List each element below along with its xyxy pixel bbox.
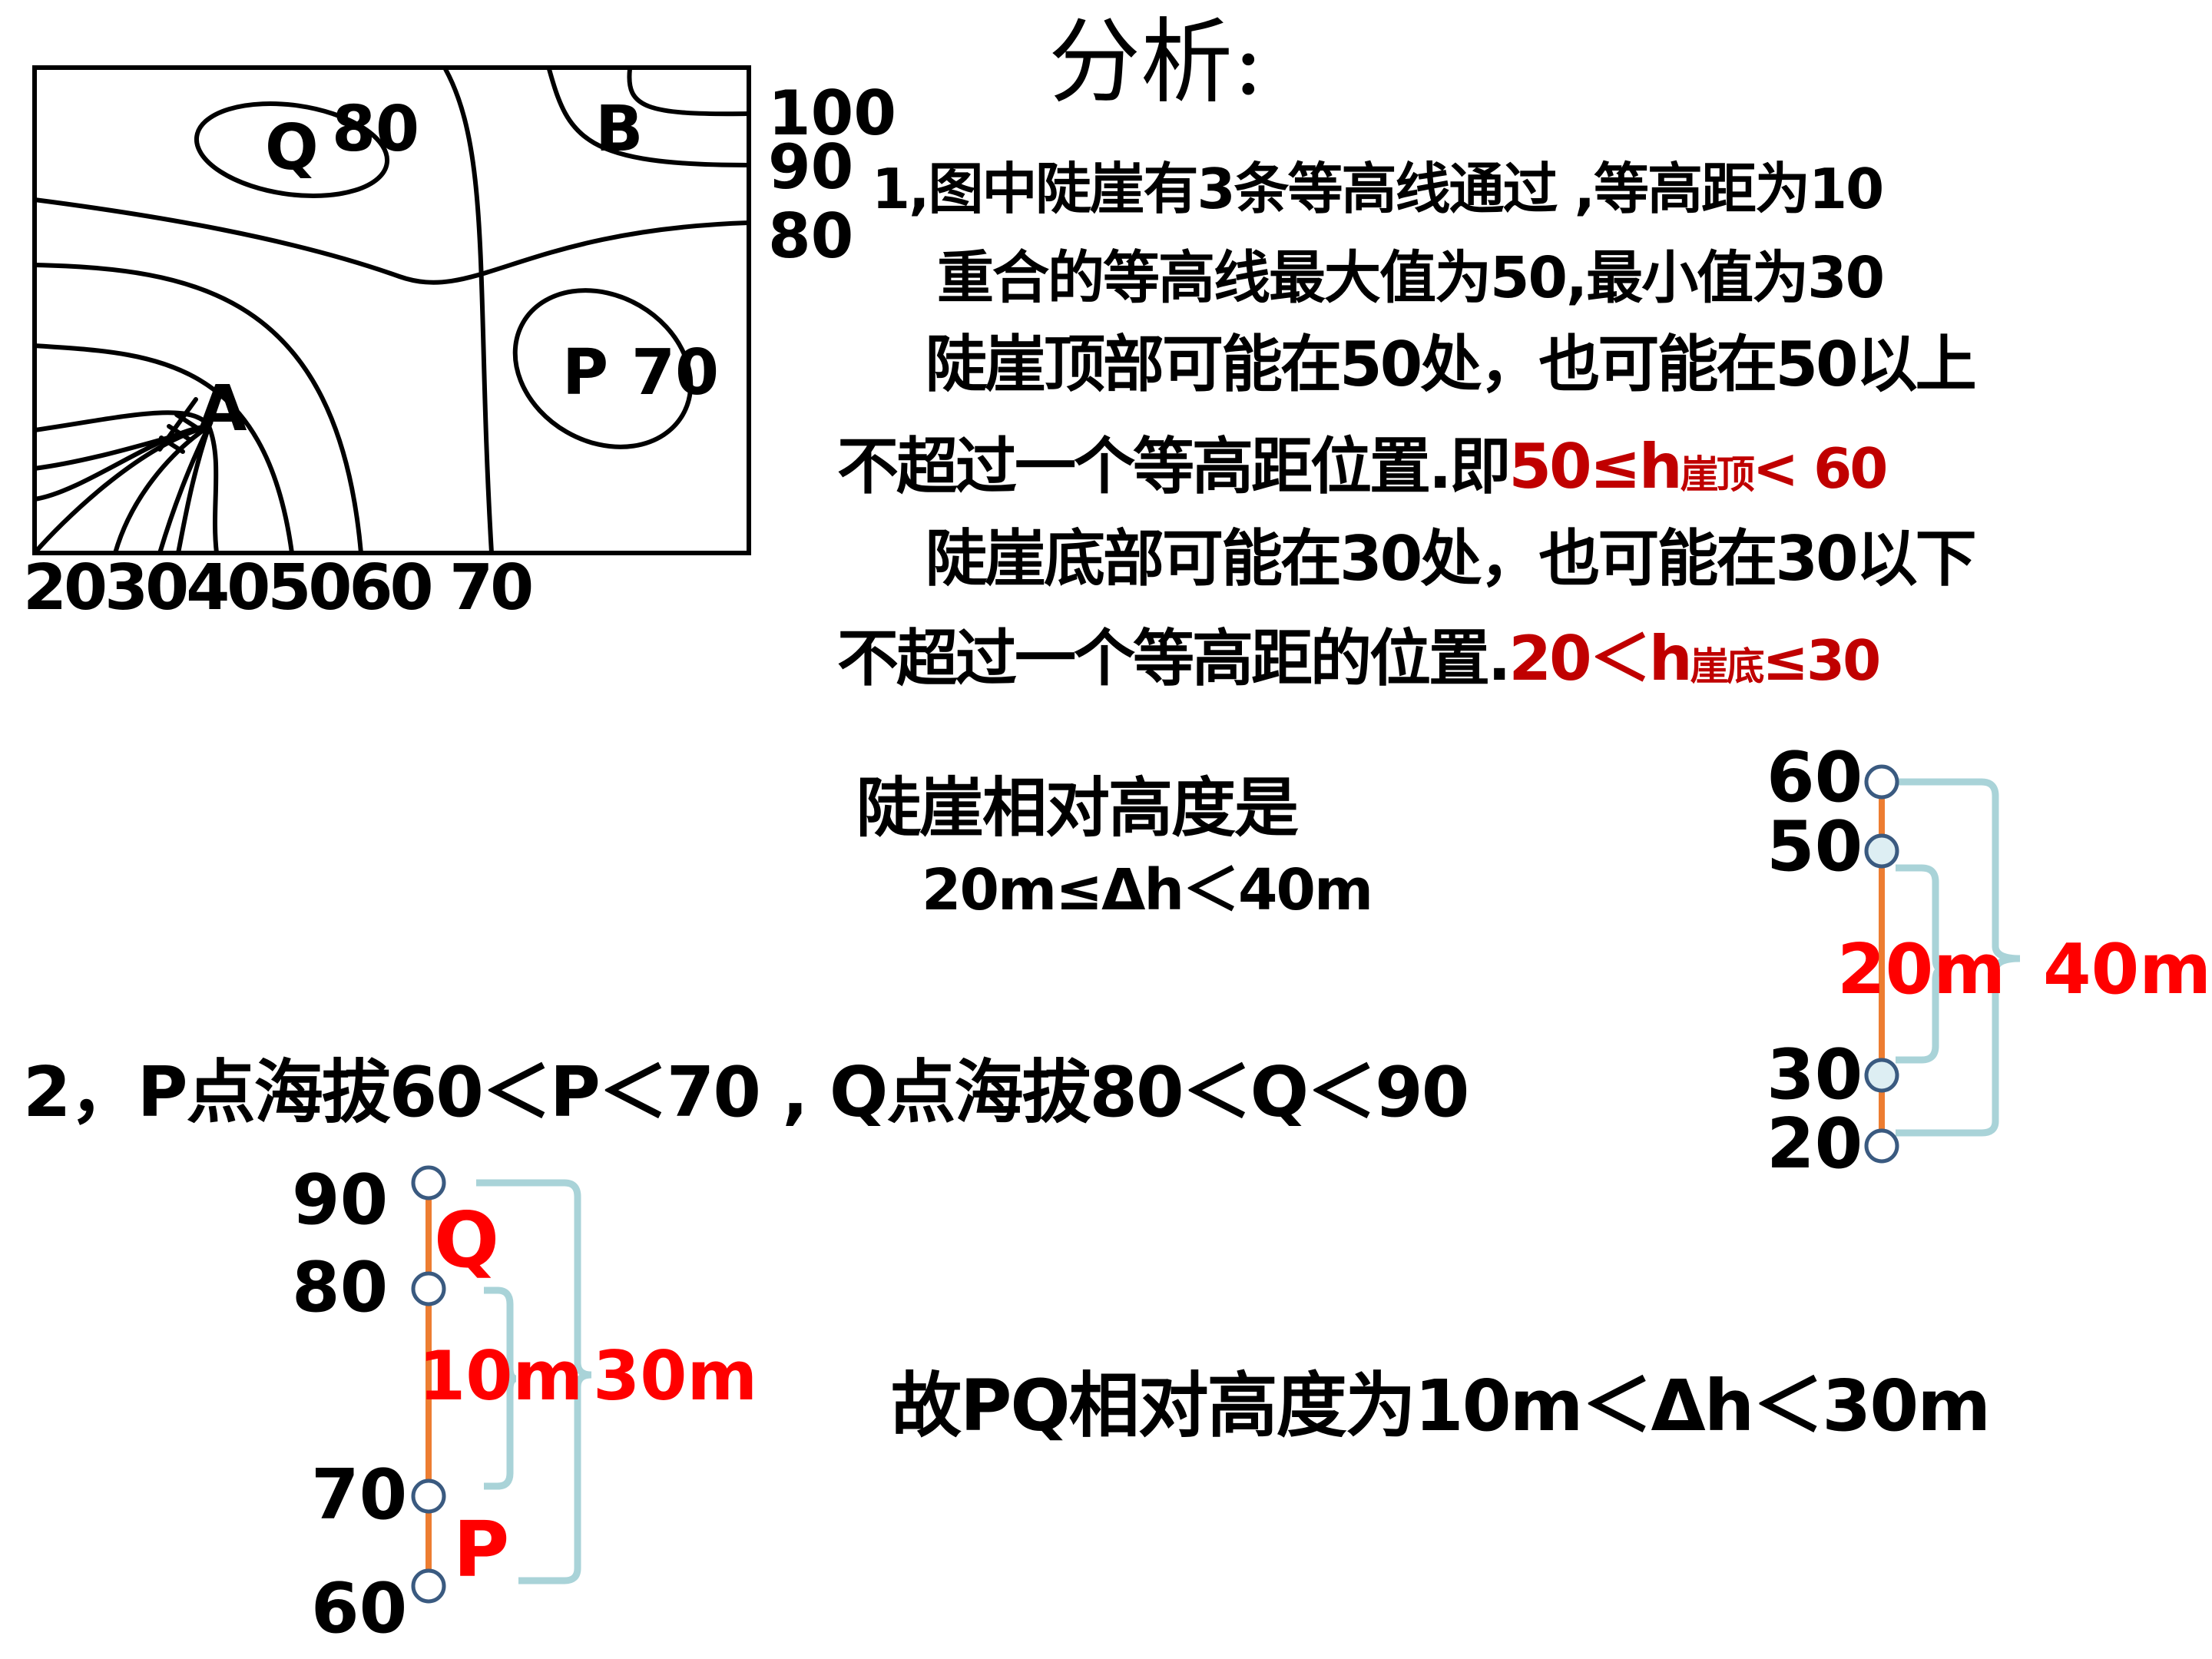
formula-cliff-top-main: 50≤h bbox=[1508, 431, 1682, 502]
contour-q-loop bbox=[194, 101, 390, 199]
formula-cliff-bottom-main: 20＜h bbox=[1508, 623, 1692, 694]
part2-statement: 2，P点海拔60＜P＜70 , Q点海拔80＜Q＜90 bbox=[23, 1052, 1469, 1133]
cliff-tick-60: 60 bbox=[1767, 737, 1863, 818]
analysis-line-4-text: 不超过一个等高距位置.即 bbox=[837, 431, 1511, 502]
map-label-p: P bbox=[562, 336, 609, 409]
map-label-q-value: 80 bbox=[332, 93, 420, 166]
cliff-symbol-icon bbox=[157, 397, 200, 454]
analysis-line-1: 1,图中陡崖有3条等高线通过 ,等高距为10 bbox=[872, 157, 1884, 221]
contour-b-outer bbox=[547, 67, 751, 167]
pq-label-p: P bbox=[453, 1505, 510, 1594]
formula-cliff-bottom: 20＜h崖底≤30 bbox=[1508, 623, 1882, 694]
formula-cliff-top-end: < 60 bbox=[1752, 436, 1889, 501]
map-label-p-value: 70 bbox=[631, 336, 720, 409]
cliff-tick-20: 20 bbox=[1767, 1104, 1863, 1184]
analysis-line-2: 重合的等高线最大值为50,最小值为30 bbox=[937, 245, 1885, 311]
map-right-value-90: 90 bbox=[768, 131, 854, 203]
analysis-line-5: 陡崖底部可能在30处，也可能在30以下 bbox=[926, 523, 1977, 594]
cliff-inner-brace bbox=[1896, 864, 1942, 1064]
cliff-node-20 bbox=[1864, 1128, 1899, 1164]
pq-outer-brace bbox=[476, 1179, 592, 1584]
relative-height-label: 陡崖相对高度是 bbox=[856, 770, 1299, 846]
map-label-b: B bbox=[595, 93, 644, 166]
map-frame bbox=[32, 65, 751, 555]
contour-extra bbox=[32, 424, 211, 471]
formula-cliff-top: 50≤h崖顶< 60 bbox=[1508, 431, 1889, 502]
map-label-q: Q bbox=[265, 111, 319, 184]
pq-tick-90: 90 bbox=[292, 1160, 389, 1240]
map-label-a: A bbox=[198, 373, 247, 445]
cliff-node-50 bbox=[1864, 833, 1899, 869]
contour-50 bbox=[32, 343, 294, 555]
map-right-value-80: 80 bbox=[768, 200, 854, 272]
contour-70 bbox=[443, 67, 494, 555]
pq-tick-80: 80 bbox=[292, 1247, 389, 1328]
contour-extra-2 bbox=[113, 424, 211, 555]
analysis-line-3: 陡崖顶部可能在50处，也可能在50以上 bbox=[926, 329, 1977, 400]
pq-node-90 bbox=[411, 1165, 446, 1200]
cliff-tick-50: 50 bbox=[1767, 806, 1863, 887]
contour-p-loop bbox=[512, 288, 694, 449]
formula-cliff-bottom-end: ≤30 bbox=[1762, 628, 1882, 693]
pq-tick-60: 60 bbox=[311, 1568, 408, 1649]
relative-height-formula: 20m≤Δh＜40m bbox=[922, 857, 1373, 923]
analysis-line-6-text: 不超过一个等高距的位置. bbox=[837, 623, 1511, 694]
pq-node-80 bbox=[411, 1271, 446, 1306]
contour-b-inner bbox=[627, 67, 751, 117]
analysis-line-4: 不超过一个等高距位置.即50≤h崖顶< 60 bbox=[837, 436, 1888, 498]
formula-cliff-bottom-sub: 崖底 bbox=[1690, 644, 1765, 689]
pq-inner-label: 10m bbox=[419, 1336, 584, 1416]
formula-cliff-top-sub: 崖顶 bbox=[1680, 452, 1755, 497]
contour-80 bbox=[32, 197, 751, 285]
cliff-outer-brace bbox=[1896, 778, 2021, 1137]
cliff-inner-label: 20m bbox=[1837, 929, 2006, 1010]
pq-tick-70: 70 bbox=[311, 1455, 408, 1535]
cliff-outer-label: 40m bbox=[2043, 929, 2212, 1010]
pq-label-q: Q bbox=[434, 1195, 500, 1285]
conclusion-text: 故PQ相对高度为10m＜Δh＜30m bbox=[891, 1365, 1991, 1447]
pq-outer-label: 30m bbox=[593, 1336, 758, 1416]
pq-node-70 bbox=[411, 1479, 446, 1514]
contour-60 bbox=[32, 263, 363, 555]
cliff-node-30 bbox=[1864, 1058, 1899, 1093]
analysis-line-6: 不超过一个等高距的位置.20＜h崖底≤30 bbox=[837, 628, 1881, 690]
map-right-value-100: 100 bbox=[768, 78, 896, 149]
cliff-tick-30: 30 bbox=[1767, 1035, 1863, 1115]
pq-node-60 bbox=[411, 1568, 446, 1604]
map-bottom-values: 2030405060 70 bbox=[23, 551, 534, 624]
pq-inner-brace bbox=[484, 1286, 517, 1490]
page-title: 分析: bbox=[1048, 9, 1264, 116]
cliff-node-60 bbox=[1864, 764, 1899, 800]
